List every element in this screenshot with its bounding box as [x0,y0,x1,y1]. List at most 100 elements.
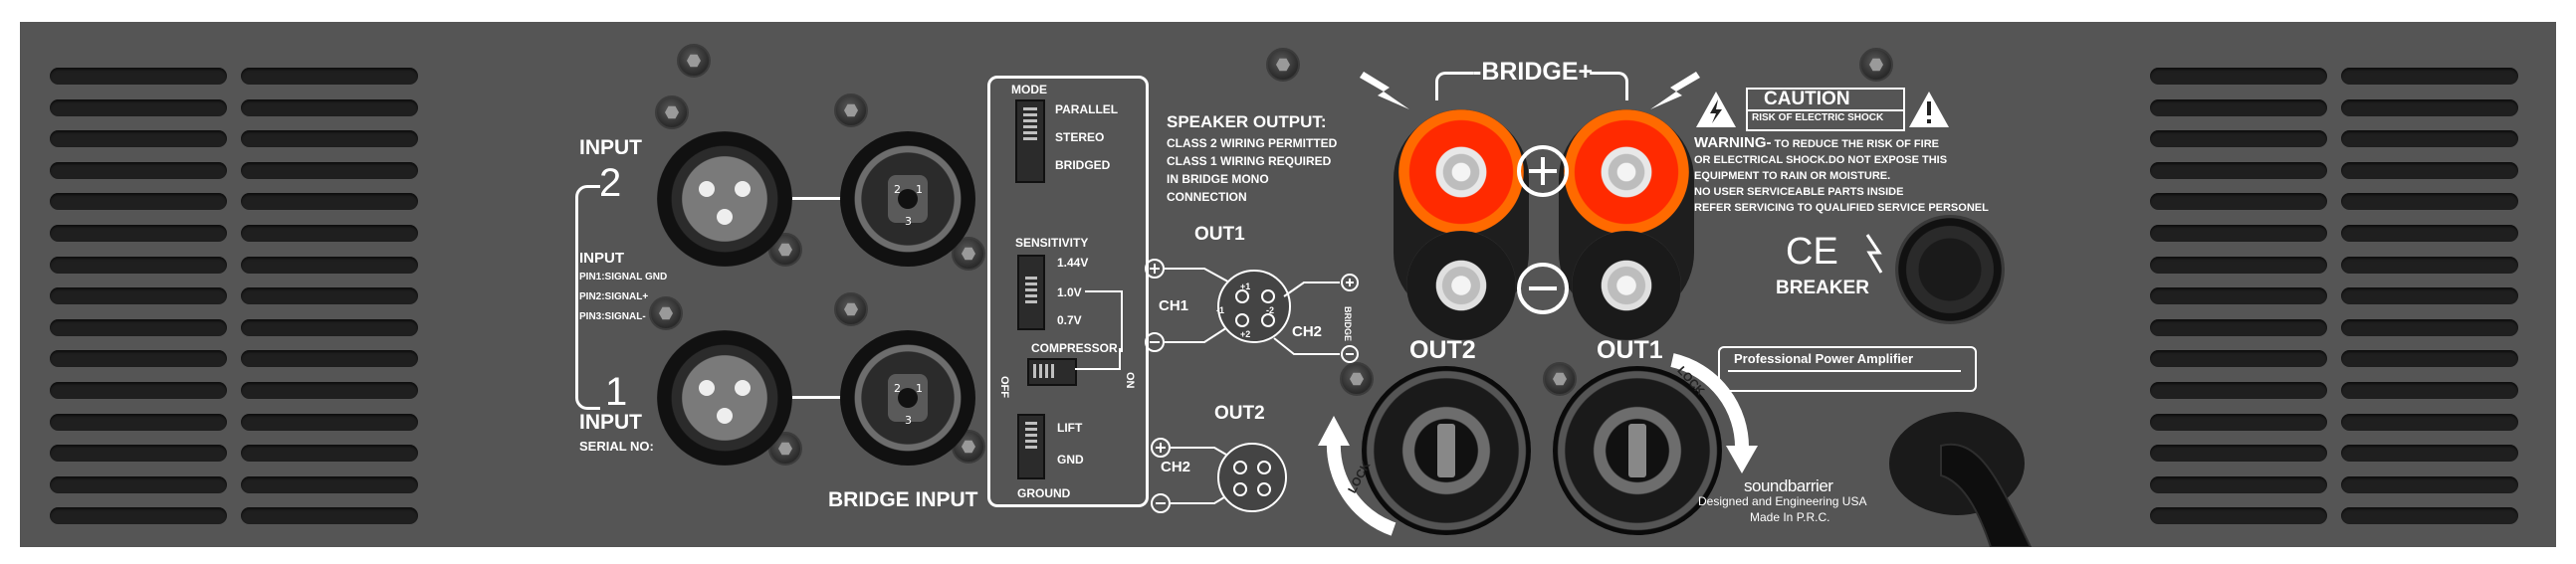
mode-switch[interactable] [1015,99,1045,183]
vent-slot [2341,98,2518,116]
diagram-out1-label: OUT1 [1194,224,1245,245]
speaker-output-title: SPEAKER OUTPUT: [1167,112,1327,131]
vent-slot [241,413,418,431]
caution-title: CAUTION [1764,89,1850,109]
sensitivity-1-0v: 1.0V [1057,285,1082,299]
lightning-icon [1360,72,1409,109]
vent-slot [2150,475,2327,493]
vent-slot [2341,193,2518,211]
screw-icon [834,292,868,326]
warning-line-5: REFER SERVICING TO QUALIFIED SERVICE PER… [1694,202,1989,214]
vent-slot [2341,287,2518,305]
vent-slot [241,225,418,242]
compressor-switch[interactable] [1027,358,1077,386]
vent-slot [50,130,227,148]
xlr-pins-icon [699,380,751,424]
vent-slot [2341,382,2518,399]
speakon-out1[interactable] [1553,366,1722,535]
product-box [1718,346,1977,392]
speaker-output-line-1: CLASS 2 WIRING PERMITTED [1167,136,1338,150]
vent-slot [2341,130,2518,148]
screw-icon [1859,48,1893,82]
sensitivity-switch[interactable] [1017,255,1045,330]
speaker-output-line-3: IN BRIDGE MONO [1167,172,1269,186]
vent-slot [2341,413,2518,431]
speakon-key-icon [1628,424,1646,477]
screw-icon [677,44,711,78]
xlr-input-1[interactable] [657,330,792,466]
vent-slot [2150,350,2327,368]
vent-slot [2150,287,2327,305]
vent-slot [2150,98,2327,116]
vent-slot [2341,256,2518,274]
pin-minus2: -2 [1266,305,1275,315]
vent-slot [241,130,418,148]
vent-slot [241,287,418,305]
screw-icon [1543,362,1577,396]
ground-title: GROUND [1017,486,1071,500]
screw-icon [834,94,868,127]
binding-post-red-left[interactable] [1398,109,1524,235]
breaker-button[interactable] [1895,215,2005,324]
vent-slot [241,475,418,493]
vent-slot [2150,445,2327,463]
vent-slot [2150,413,2327,431]
compressor-guide-line [1119,348,1121,370]
vent-slot [2341,475,2518,493]
warning-line-1-rest: TO REDUCE THE RISK OF FIRE [1771,138,1939,150]
connector-link [792,197,842,200]
vent-slot [241,445,418,463]
out1-wiring-diagram [1145,259,1359,363]
binding-post-red-right[interactable] [1564,109,1689,235]
power-cord [1889,412,2033,547]
caution-box [1746,88,1905,131]
serial-number-label: SERIAL NO: [579,439,654,454]
caution-subtitle: RISK OF ELECTRIC SHOCK [1752,112,1884,123]
pin2-label: PIN2:SIGNAL+ [579,291,649,302]
vent-slot [2150,130,2327,148]
speakon-out2-label: OUT2 [1409,336,1476,364]
ce-mark: CE [1786,231,1838,273]
input-1-label: INPUT [579,411,642,434]
screw-icon [1340,362,1374,396]
vent-slot [50,225,227,242]
vent-slot [50,256,227,274]
speaker-output-line-2: CLASS 1 WIRING REQUIRED [1167,154,1332,168]
connector-link [792,396,842,399]
vent-slot [50,445,227,463]
vent-slot [241,350,418,368]
vent-slot [50,318,227,336]
warning-triangle-icon [1909,92,1949,127]
input-2-label: INPUT [579,136,642,159]
vent-slot [2150,256,2327,274]
vent-slot [2150,507,2327,525]
input-bracket [575,185,600,410]
ground-option-lift: LIFT [1057,421,1083,435]
vent-slot [241,68,418,85]
product-underline [1728,370,1961,372]
mode-option-parallel: PARALLEL [1055,102,1119,116]
warning-line-2: OR ELECTRICAL SHOCK.DO NOT EXPOSE THIS [1694,154,1948,166]
binding-post-black-right[interactable] [1572,231,1681,340]
svg-text:3: 3 [905,414,912,427]
bridge-label: -BRIDGE+ [1473,58,1594,86]
xlr-input-2[interactable] [657,131,792,267]
caution-divider [1748,109,1903,111]
ground-switch[interactable] [1017,414,1045,479]
pin-title: INPUT [579,250,624,267]
binding-post-black-left[interactable] [1406,231,1516,340]
vent-slot [50,68,227,85]
control-box [987,76,1149,507]
mode-option-bridged: BRIDGED [1055,158,1111,172]
warning-line-4: NO USER SERVICEABLE PARTS INSIDE [1694,186,1904,198]
diagram-out2-label: OUT2 [1214,403,1265,424]
vent-slot [50,287,227,305]
vent-slot [50,413,227,431]
speakon-out1-label: OUT1 [1597,336,1663,364]
speakon-out2[interactable] [1362,366,1531,535]
designed-label: Designed and Engineering USA [1698,494,1867,508]
sensitivity-1-44v: 1.44V [1057,256,1089,270]
